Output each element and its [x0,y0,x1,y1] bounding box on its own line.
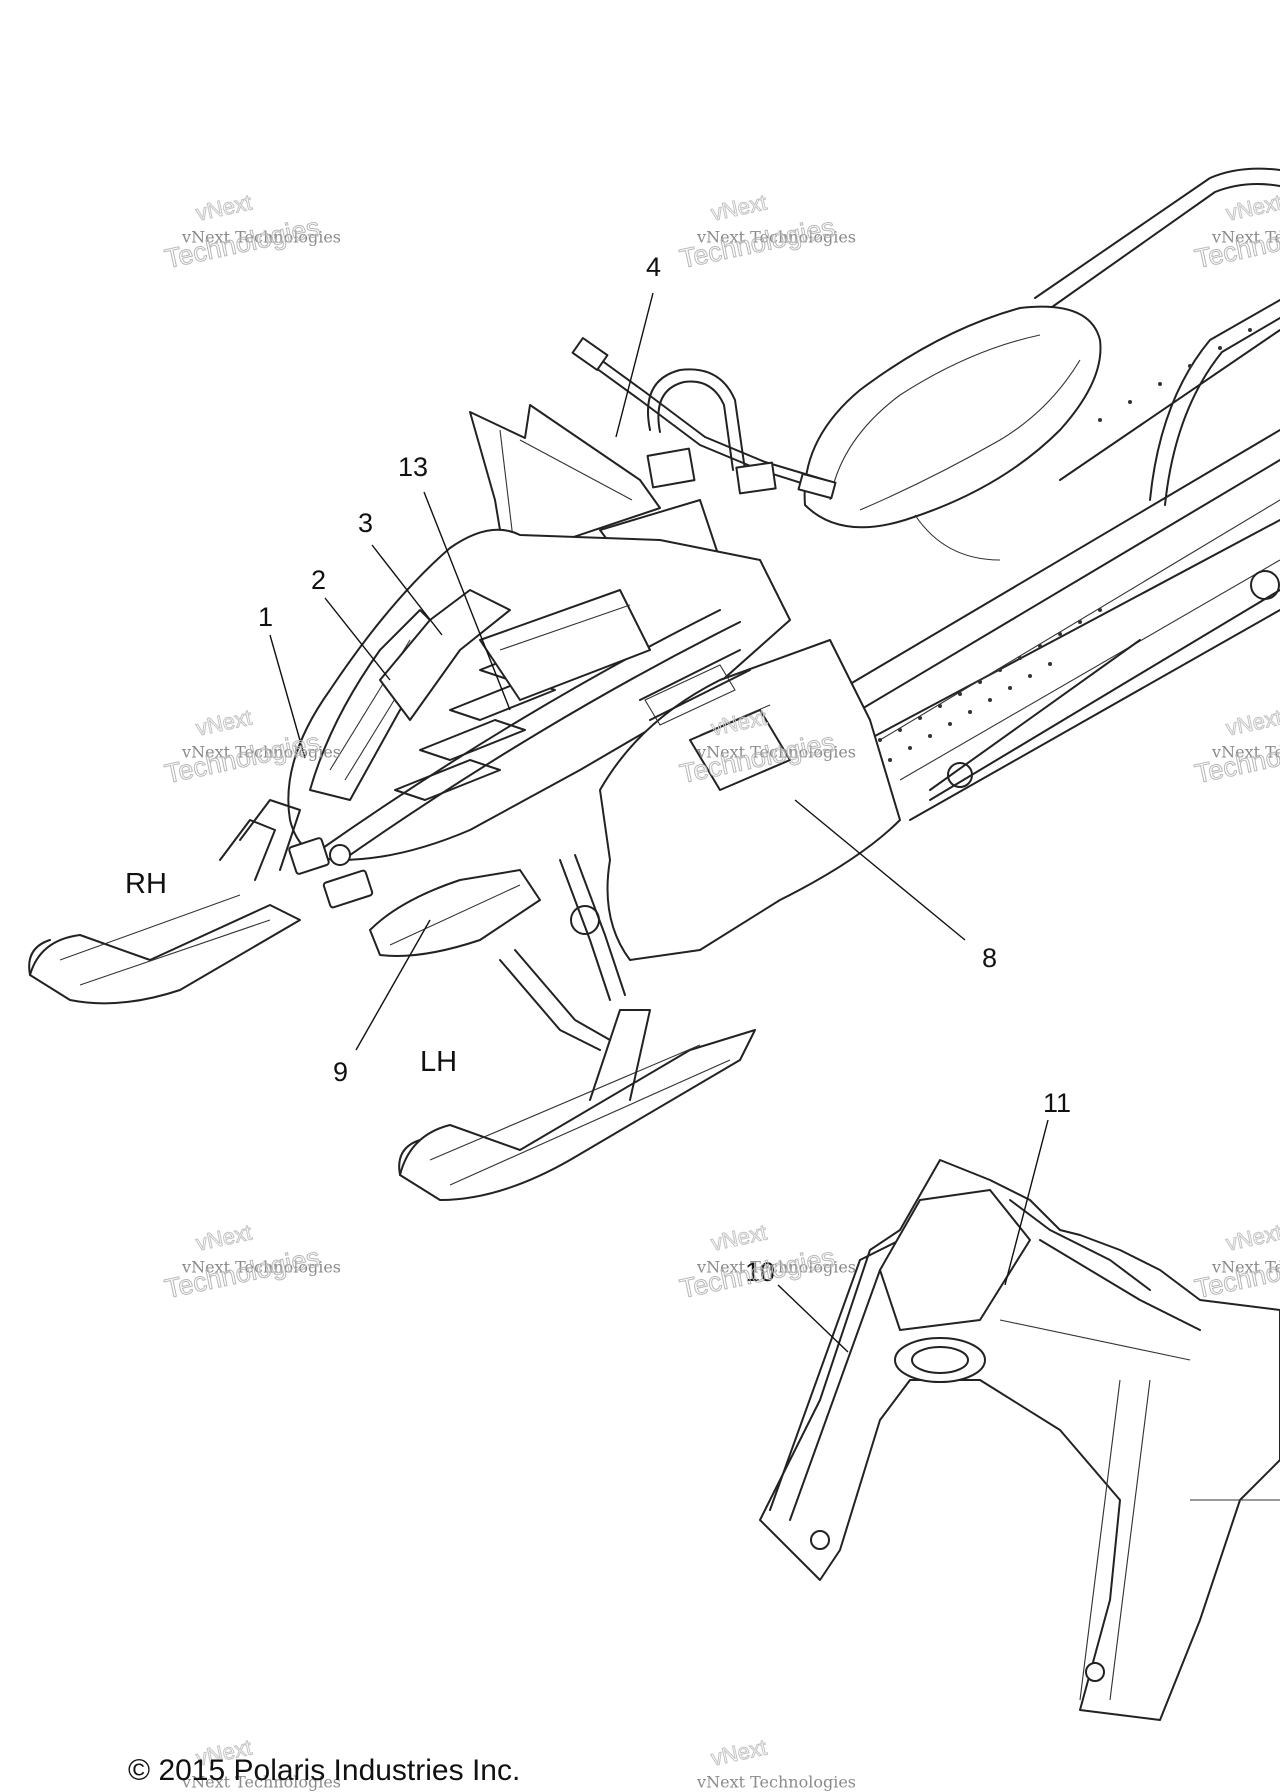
watermark-line-1: vNext [194,190,254,226]
watermark-line-2: vNext Technologies [1211,228,1280,247]
callout-11: 11 [1043,1088,1071,1118]
watermark-low-center: vNext vNext Technologies Technologies [677,1219,856,1305]
watermark-low-left: vNext vNext Technologies Technologies [162,1219,341,1305]
leader-lines [269,292,1049,1353]
watermark-line-1: vNext [1224,1220,1280,1256]
watermark-top-right: vNext vNext Technologies Technologies [1192,189,1280,275]
watermark-line-1: vNext [1224,705,1280,741]
watermark-line-3: Technologies [162,1242,322,1304]
handlebar-drawing [571,337,837,500]
watermark-line-2: vNext Technologies [696,743,856,762]
watermark-line-2: vNext Technologies [181,1258,341,1277]
front-suspension-drawing [219,799,626,1051]
callout-10: 10 [745,1257,775,1287]
watermark-low-right: vNext vNext Technologies Technologies [1192,1219,1280,1305]
callout-4: 4 [646,252,661,282]
watermark-line-2: vNext Technologies [696,228,856,247]
watermark-line-2: vNext Technologies [1211,743,1280,762]
watermark-line-2: vNext Technologies [181,228,341,247]
watermark-line-2: vNext Technologies [696,1258,856,1277]
watermark-line-3: Technologies [162,212,322,274]
hood-drawing [287,528,901,961]
tunnel-drawing [829,167,1280,821]
right-ski-drawing [28,894,301,1005]
watermark-top-center: vNext vNext Technologies Technologies [677,189,856,275]
side-panel-drawing [759,1159,1280,1721]
callout-3: 3 [358,508,373,538]
watermark-line-3: Technologies [677,212,837,274]
left-ski-drawing [398,1009,756,1201]
watermark-line-2: vNext Technologies [181,1773,341,1792]
watermark-line-3: Technologies [677,1242,837,1304]
watermark-line-1: vNext [1224,190,1280,226]
rivet-dots [878,328,1252,762]
watermark-line-2: vNext Technologies [696,1773,856,1792]
callout-9: 9 [333,1057,348,1087]
watermark-line-2: vNext Technologies [1211,1258,1280,1277]
left-side-label: LH [420,1046,457,1078]
watermark-bottom-center: vNext vNext Technologies [696,1734,856,1792]
right-side-label: RH [125,868,167,900]
callout-1: 1 [258,602,273,632]
watermark-line-1: vNext [194,1220,254,1256]
seat-drawing [803,305,1102,561]
watermark-line-1: vNext [709,1735,769,1771]
callout-2: 2 [311,565,326,595]
watermark-top-left: vNext vNext Technologies Technologies [162,189,341,275]
callout-numbers: 1 2 3 13 4 8 9 10 11 [258,252,1071,1287]
watermark-line-1: vNext [709,190,769,226]
watermark-mid-right: vNext vNext Technologies Technologies [1192,704,1280,790]
watermark-line-1: vNext [709,1220,769,1256]
copyright-notice: © 2015 Polaris Industries Inc. [128,1754,521,1787]
callout-13: 13 [398,452,428,482]
watermark-line-2: vNext Technologies [181,743,341,762]
callout-8: 8 [982,943,997,973]
watermark-line-1: vNext [194,705,254,741]
